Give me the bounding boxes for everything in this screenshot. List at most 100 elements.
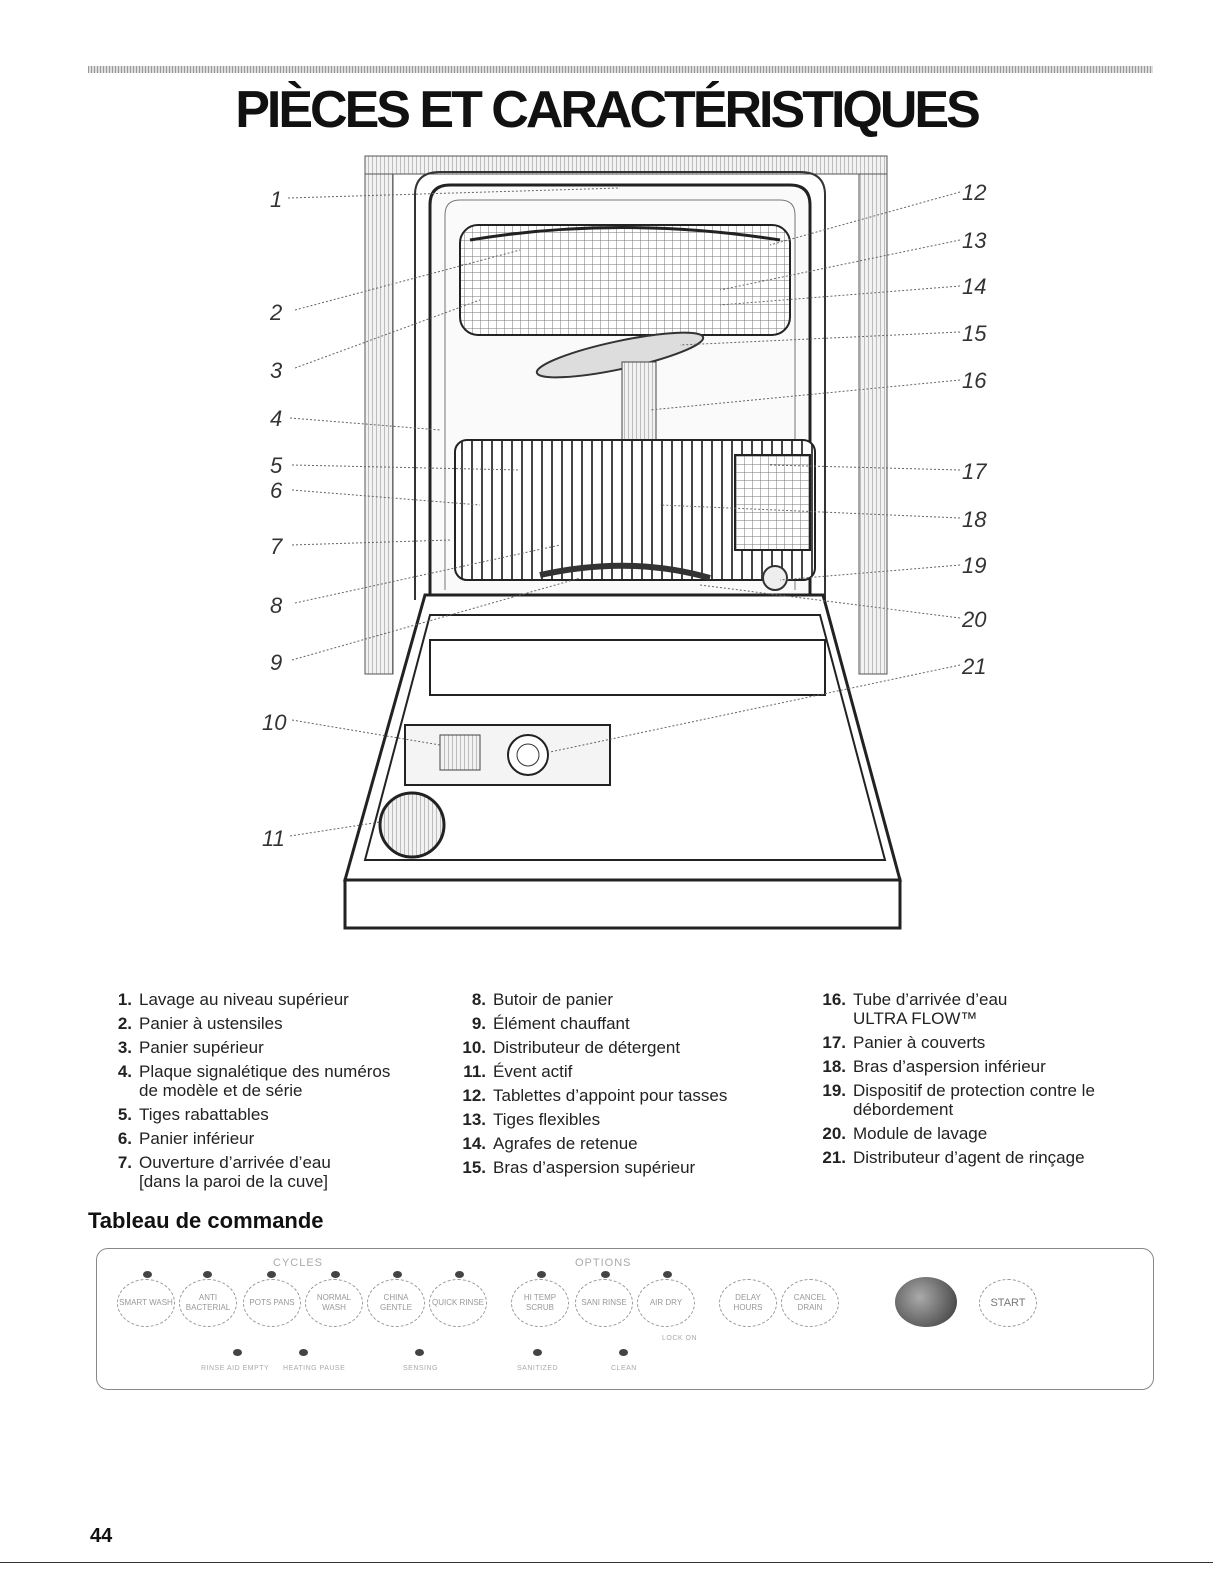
list-item: 11.Évent actif — [463, 1062, 573, 1081]
list-item: 1.Lavage au niveau supérieur — [117, 990, 349, 1009]
lower-spray-arm — [539, 562, 711, 581]
parts-list-col2: 8.Butoir de panier 9.Élément chauffant 1… — [456, 990, 786, 1182]
indicator-light — [331, 1271, 340, 1278]
list-item: 3.Panier supérieur — [117, 1038, 264, 1057]
header-rule — [88, 66, 1153, 73]
indicator-light — [601, 1271, 610, 1278]
control-panel: CYCLES OPTIONS SMART WASH ANTI BACTERIAL… — [96, 1248, 1154, 1390]
status-light — [299, 1349, 308, 1356]
active-vent — [378, 791, 446, 859]
list-item: 5.Tiges rabattables — [117, 1105, 269, 1124]
cycle-knob[interactable] — [895, 1277, 957, 1327]
status-light — [233, 1349, 242, 1356]
rinse-aid-dispenser — [507, 734, 549, 776]
list-item: 20.Module de lavage — [822, 1124, 988, 1143]
indicator-light — [203, 1271, 212, 1278]
list-item: 12.Tablettes d’appoint pour tasses — [462, 1086, 728, 1105]
footer-rule — [0, 1562, 1213, 1563]
list-item: 14.Agrafes de retenue — [462, 1134, 638, 1153]
page-title: PIÈCES ET CARACTÉRISTIQUES — [235, 81, 981, 139]
list-item: 19.Dispositif de protection contre le dé… — [822, 1081, 1095, 1119]
callout-21: 21 — [962, 654, 987, 679]
list-item: 18.Bras d’aspersion inférieur — [822, 1057, 1046, 1076]
callout-2: 2 — [270, 300, 283, 325]
list-item: 17.Panier à couverts — [822, 1033, 986, 1052]
list-item: 9.Élément chauffant — [471, 1014, 630, 1033]
status-clean: CLEAN — [611, 1365, 637, 1372]
start-button[interactable]: START — [979, 1279, 1037, 1327]
pots-pans-button[interactable]: POTS PANS — [243, 1279, 301, 1327]
callout-17: 17 — [962, 459, 987, 484]
list-item: 2.Panier à ustensiles — [117, 1014, 283, 1033]
control-panel-heading: Tableau de commande — [88, 1208, 324, 1233]
cancel-drain-button[interactable]: CANCEL DRAIN — [781, 1279, 839, 1327]
list-item: 6.Panier inférieur — [117, 1129, 255, 1148]
right-cabinet-panel — [858, 173, 888, 675]
delay-hours-button[interactable]: DELAY HOURS — [719, 1279, 777, 1327]
left-cabinet-panel — [364, 173, 394, 675]
callout-4: 4 — [270, 406, 283, 431]
indicator-light — [663, 1271, 672, 1278]
callout-15: 15 — [962, 321, 987, 346]
leader-lines — [287, 187, 961, 837]
page-number: 44 — [90, 1525, 113, 1547]
counter-strip — [364, 155, 888, 175]
hi-temp-scrub-button[interactable]: HI TEMP SCRUB — [511, 1279, 569, 1327]
list-item: 15.Bras d’aspersion supérieur — [462, 1158, 696, 1177]
indicator-light — [143, 1271, 152, 1278]
callout-11: 11 — [262, 826, 285, 851]
list-item: 7.Ouverture d’arrivée d’eau [dans la par… — [117, 1153, 331, 1191]
dishwasher-diagram — [287, 155, 961, 930]
status-rinse-aid: RINSE AID EMPTY — [201, 1365, 270, 1372]
smart-wash-button[interactable]: SMART WASH — [117, 1279, 175, 1327]
lower-rack — [454, 439, 816, 581]
door-inner — [363, 614, 887, 861]
callout-13: 13 — [962, 228, 987, 253]
callout-12: 12 — [962, 180, 987, 205]
normal-wash-button[interactable]: NORMAL WASH — [305, 1279, 363, 1327]
list-item: 4.Plaque signalétique des numéros de mod… — [117, 1062, 391, 1100]
list-item: 21.Distributeur d’agent de rinçage — [822, 1148, 1085, 1167]
indicator-light — [267, 1271, 276, 1278]
status-sensing: SENSING — [403, 1365, 439, 1372]
callout-1: 1 — [270, 187, 283, 212]
callout-7: 7 — [270, 534, 283, 559]
options-label: OPTIONS — [575, 1257, 632, 1269]
cycles-label: CYCLES — [273, 1257, 324, 1269]
sani-rinse-button[interactable]: SANI RINSE — [575, 1279, 633, 1327]
list-item: 8.Butoir de panier — [471, 990, 614, 1009]
list-item: 13.Tiges flexibles — [462, 1110, 601, 1129]
status-light — [619, 1349, 628, 1356]
callout-19: 19 — [962, 553, 987, 578]
status-light — [415, 1349, 424, 1356]
callout-18: 18 — [962, 507, 987, 532]
parts-list-col3: 16.Tube d’arrivée d’eau ULTRA FLOW™ 17.P… — [816, 990, 1126, 1172]
quick-rinse-button[interactable]: QUICK RINSE — [429, 1279, 487, 1327]
callout-6: 6 — [270, 478, 283, 503]
callout-3: 3 — [270, 358, 283, 383]
callout-20: 20 — [962, 607, 987, 632]
callout-5: 5 — [270, 453, 283, 478]
china-gentle-button[interactable]: CHINA GENTLE — [367, 1279, 425, 1327]
callout-9: 9 — [270, 650, 283, 675]
air-dry-button[interactable]: AIR DRY — [637, 1279, 695, 1327]
upper-rack — [459, 224, 791, 336]
status-heating-pause: HEATING PAUSE — [283, 1365, 346, 1372]
door-window — [429, 639, 826, 696]
callout-10: 10 — [262, 710, 287, 735]
indicator-light — [455, 1271, 464, 1278]
callout-8: 8 — [270, 593, 283, 618]
silverware-basket — [734, 454, 811, 551]
callout-16: 16 — [962, 368, 987, 393]
overfill-protector — [762, 565, 788, 591]
status-sanitized: SANITIZED — [517, 1365, 559, 1372]
status-light — [533, 1349, 542, 1356]
lock-label: LOCK ON — [662, 1335, 698, 1342]
anti-bacterial-button[interactable]: ANTI BACTERIAL — [179, 1279, 237, 1327]
list-item: 16.Tube d’arrivée d’eau ULTRA FLOW™ — [822, 990, 1008, 1028]
parts-list-col1: 1.Lavage au niveau supérieur 2.Panier à … — [102, 990, 432, 1196]
door-bottom-panel — [343, 878, 902, 930]
indicator-light — [393, 1271, 402, 1278]
indicator-light — [537, 1271, 546, 1278]
list-item: 10.Distributeur de détergent — [462, 1038, 681, 1057]
